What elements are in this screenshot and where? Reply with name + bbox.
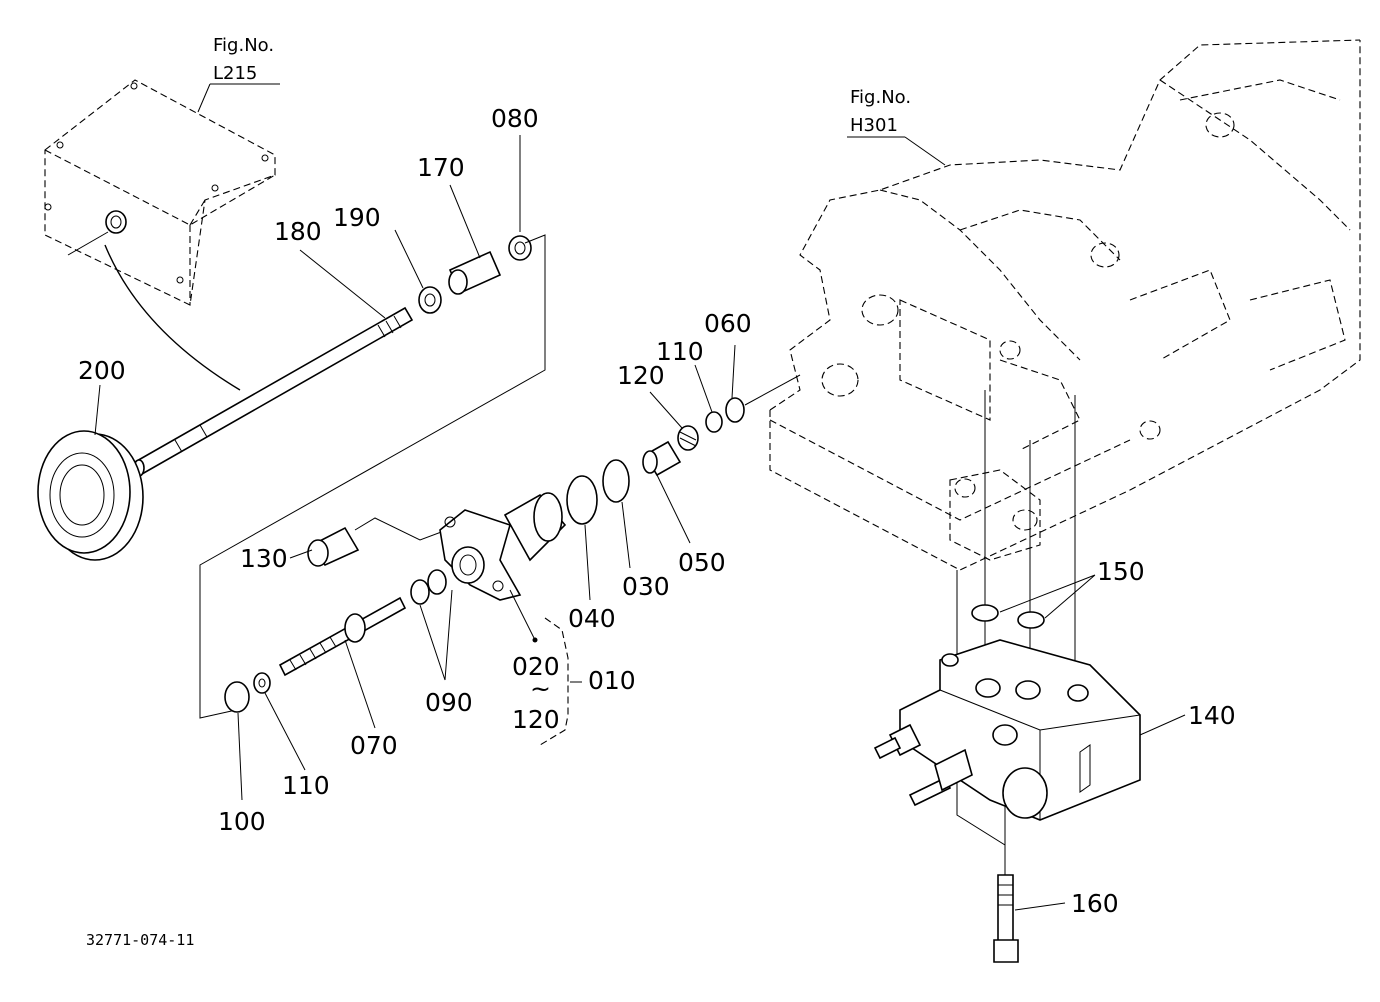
plug-130	[307, 526, 360, 567]
callout-120-upper: 120	[617, 361, 665, 390]
shaft-180	[133, 306, 414, 477]
nut-080	[508, 235, 532, 261]
callout-180: 180	[274, 217, 322, 246]
bracket-upper	[199, 234, 546, 719]
document-number: 32771-074-11	[86, 931, 194, 949]
callout-110-lower: 110	[282, 771, 330, 800]
washer-190	[418, 286, 442, 314]
callout-090: 090	[425, 688, 473, 717]
svg-text:L215: L215	[213, 63, 257, 84]
o-rings-150	[971, 604, 1045, 629]
callout-110-upper: 110	[656, 337, 704, 366]
callout-130: 130	[240, 544, 288, 573]
svg-text:Fig.No.: Fig.No.	[213, 35, 274, 56]
snap-ring-100	[224, 681, 250, 713]
control-valve-140	[873, 390, 1141, 846]
svg-text:Fig.No.: Fig.No.	[850, 87, 911, 108]
spring-120	[677, 425, 699, 451]
callout-190: 190	[333, 203, 381, 232]
callout-060: 060	[704, 309, 752, 338]
callout-140: 140	[1188, 701, 1236, 730]
o-ring-040	[566, 475, 598, 525]
range-to: 120	[512, 705, 560, 734]
callout-030: 030	[622, 572, 670, 601]
valve-body	[439, 492, 567, 601]
callout-labels: 080 170 190 180 200 060 110 120 130 040 …	[78, 104, 1236, 918]
knob-200	[37, 430, 144, 561]
snap-ring-060	[725, 397, 745, 423]
callout-160: 160	[1071, 889, 1119, 918]
callout-070: 070	[350, 731, 398, 760]
cover-l215	[44, 79, 276, 391]
housing-h301	[769, 39, 1361, 571]
collar-170	[448, 250, 502, 295]
range-separator: ~	[530, 674, 551, 703]
washer-110-lower	[253, 672, 271, 694]
o-ring-030	[602, 459, 630, 503]
washer-110-upper	[705, 411, 723, 433]
callout-040: 040	[568, 604, 616, 633]
poppet-050	[642, 440, 682, 477]
callout-170: 170	[417, 153, 465, 182]
callout-100: 100	[218, 807, 266, 836]
svg-text:H301: H301	[850, 115, 898, 136]
bolt-160	[993, 845, 1019, 963]
callout-150: 150	[1097, 557, 1145, 586]
callout-080: 080	[491, 104, 539, 133]
o-rings-090	[410, 569, 447, 605]
fig-ref-l215: Fig.No. L215	[197, 35, 280, 113]
insert-line	[744, 374, 801, 406]
fig-ref-h301: Fig.No. H301	[847, 87, 946, 166]
leader-lines	[94, 135, 1186, 911]
spool-070	[278, 596, 407, 677]
callout-050: 050	[678, 548, 726, 577]
callout-010: 010	[588, 666, 636, 695]
range-from: 020	[512, 652, 560, 681]
callout-200: 200	[78, 356, 126, 385]
